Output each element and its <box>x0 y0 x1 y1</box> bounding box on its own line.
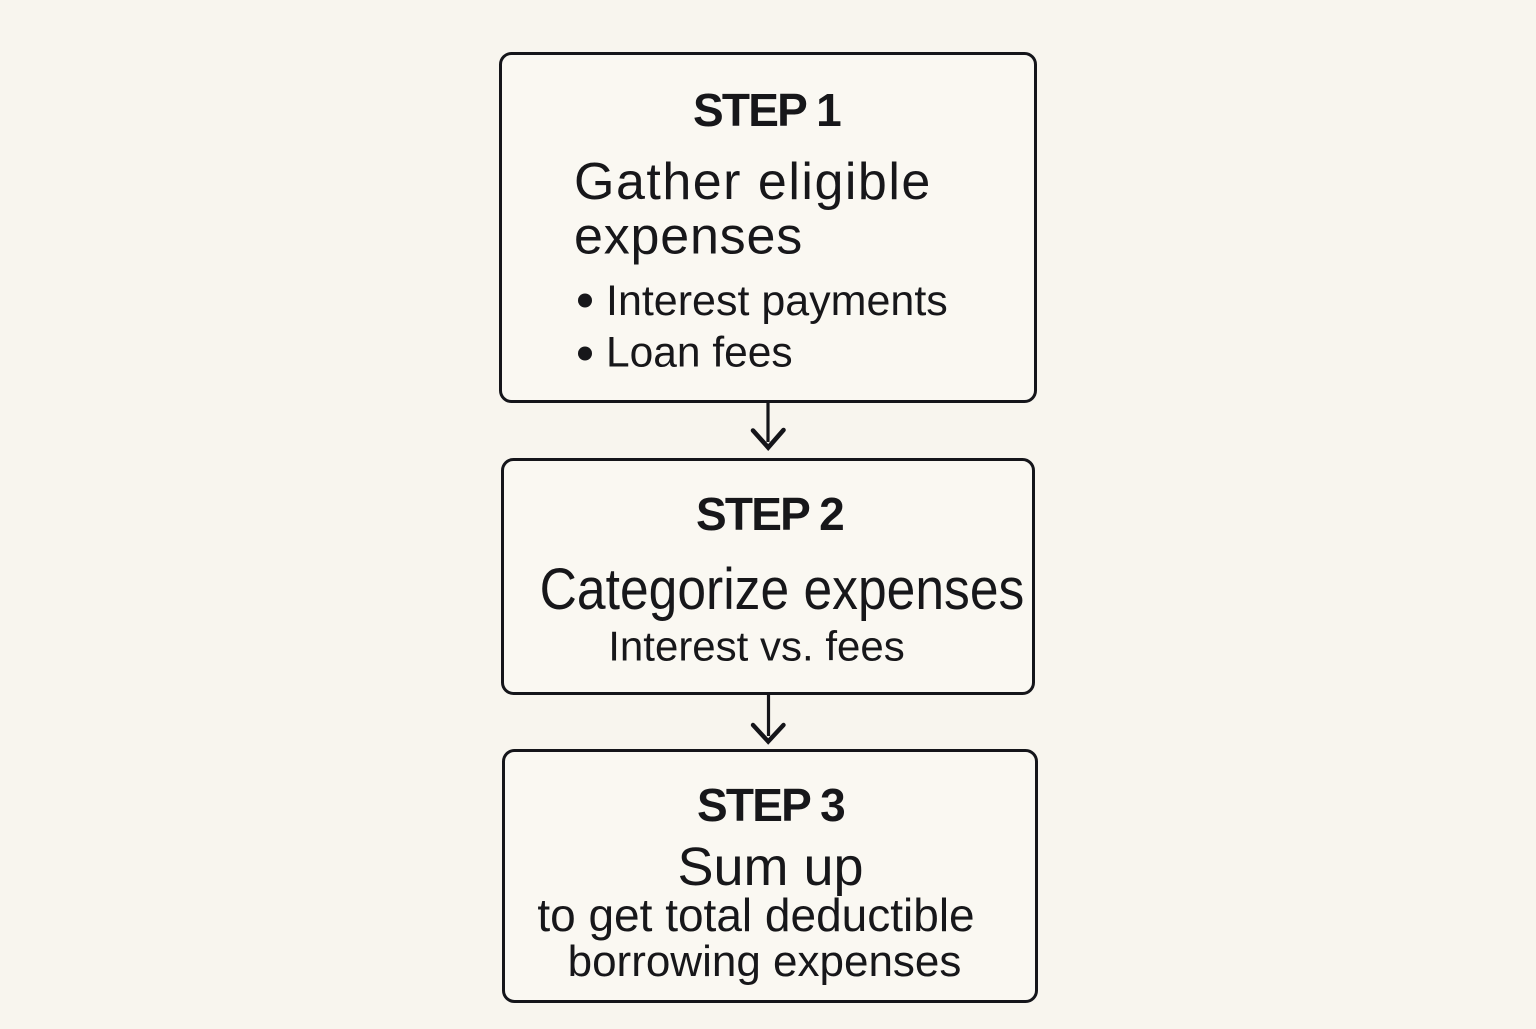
svg-text:STEP 2: STEP 2 <box>696 488 843 540</box>
svg-text:Gather eligible: Gather eligible <box>574 153 932 211</box>
svg-text:borrowing expenses: borrowing expenses <box>568 937 962 986</box>
svg-text:Categorize expenses: Categorize expenses <box>540 556 1025 622</box>
svg-text:Loan fees: Loan fees <box>606 330 793 377</box>
svg-text:Sum up: Sum up <box>677 837 863 897</box>
svg-text:expenses: expenses <box>574 208 803 266</box>
svg-text:STEP 1: STEP 1 <box>693 84 841 136</box>
svg-text:Interest vs. fees: Interest vs. fees <box>608 623 904 670</box>
svg-text:Interest payments: Interest payments <box>606 277 948 325</box>
svg-text:to get total deductible: to get total deductible <box>537 889 974 941</box>
svg-text:STEP 3: STEP 3 <box>697 779 844 831</box>
